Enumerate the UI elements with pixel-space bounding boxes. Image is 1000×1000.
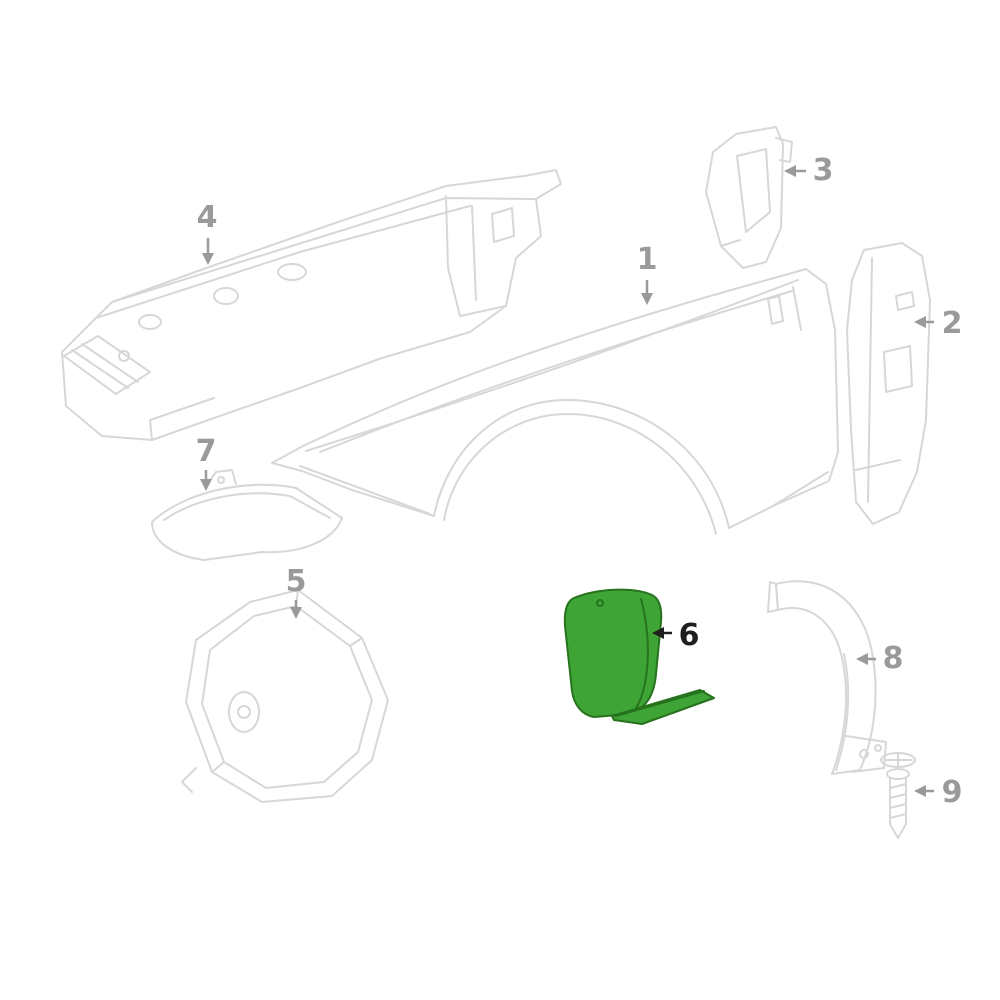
callout-5-label: 5 — [286, 564, 307, 599]
sketch-hole — [118, 350, 130, 362]
sketch-line — [835, 653, 850, 771]
part-8-rear-liner-sketch — [767, 580, 887, 775]
part-5-outline — [185, 589, 389, 803]
sketch-hole — [138, 314, 162, 330]
sketch-foot — [181, 767, 197, 793]
sketch-pin-tip — [889, 823, 907, 839]
sketch-line — [772, 471, 829, 507]
sketch-slot — [883, 345, 913, 393]
part-4-frame-rail-sketch — [61, 169, 562, 441]
callout-8-arrowhead — [856, 653, 868, 665]
callout-9-arrowhead — [914, 785, 926, 797]
sketch-line — [471, 205, 477, 301]
callout-5: 5 — [286, 564, 307, 619]
sketch-line — [736, 148, 771, 233]
sketch-line — [720, 239, 741, 247]
sketch-line — [855, 459, 901, 471]
part-6-hole — [596, 599, 604, 607]
callout-4-label: 4 — [197, 200, 218, 235]
callout-3-arrowhead — [784, 165, 796, 177]
sketch-line — [211, 589, 363, 773]
sketch-hole — [217, 476, 225, 484]
callout-7-arrowhead — [200, 479, 212, 491]
part-7-outline — [151, 483, 343, 561]
part-7-splash-shield-sketch — [151, 469, 343, 561]
sketch-line — [299, 465, 431, 515]
sketch-grille — [63, 335, 151, 395]
sketch-hole — [237, 705, 251, 719]
sketch-hole — [213, 287, 239, 305]
sketch-crease — [319, 290, 793, 453]
sketch-line — [201, 605, 373, 789]
part-3-bracket-sketch — [705, 126, 793, 269]
part-8-outline — [775, 580, 877, 775]
sketch-line — [445, 195, 507, 317]
sketch-line — [305, 279, 799, 452]
callouts: 4 3 1 2 7 — [196, 153, 963, 810]
part-1-fender-sketch — [271, 268, 839, 535]
sketch-line — [163, 492, 331, 521]
callout-2-arrowhead — [914, 316, 926, 328]
sketch-pin-ribs — [889, 783, 907, 819]
part-6-bottom-flange — [611, 689, 715, 725]
callout-3-label: 3 — [813, 153, 834, 188]
part-4-outline — [61, 169, 562, 441]
callout-9: 9 — [914, 775, 962, 810]
callout-2-label: 2 — [942, 306, 963, 341]
part-6-highlighted — [563, 588, 715, 725]
sketch-line — [792, 286, 802, 331]
part-6-fold-line — [632, 598, 649, 714]
part-2-outline — [846, 242, 931, 525]
callout-8: 8 — [856, 641, 903, 676]
callout-9-label: 9 — [942, 775, 963, 810]
sketch-hole — [228, 691, 260, 733]
part-3-outline — [705, 126, 784, 269]
sketch-hole — [874, 744, 882, 752]
part-6-main-panel — [563, 588, 663, 718]
callout-4: 4 — [197, 200, 218, 265]
sketch-line — [95, 205, 471, 319]
sketch-line — [883, 753, 913, 767]
sketch-line — [775, 137, 793, 163]
callout-1-label: 1 — [637, 242, 658, 277]
sketch-grille-lines — [71, 343, 139, 389]
part-5-front-liner-sketch — [181, 589, 389, 803]
part-1-outline — [271, 268, 839, 529]
callout-2: 2 — [914, 306, 962, 341]
sketch-slot — [767, 295, 784, 325]
sketch-line — [867, 257, 873, 503]
callout-6-label: 6 — [679, 618, 700, 653]
callout-7: 7 — [196, 434, 217, 491]
callout-1-arrowhead — [641, 293, 653, 305]
sketch-line — [491, 207, 515, 243]
callout-1: 1 — [637, 242, 658, 305]
sketch-slot — [895, 291, 915, 311]
sketch-line — [149, 397, 215, 441]
callout-3: 3 — [784, 153, 833, 188]
callout-5-arrowhead — [290, 607, 302, 619]
callout-4-arrowhead — [202, 253, 214, 265]
callout-8-label: 8 — [883, 641, 904, 676]
sketch-wheel-arch-inner — [443, 413, 717, 535]
part-9-fastener-sketch — [880, 752, 916, 839]
callout-7-label: 7 — [196, 434, 217, 469]
sketch-pin-collar — [886, 768, 910, 780]
callout-6: 6 — [652, 618, 699, 653]
sketch-hole — [277, 263, 307, 281]
sketch-tab — [767, 581, 779, 613]
part-6-flange-edge — [615, 690, 705, 717]
callout-6-arrowhead — [652, 627, 664, 639]
part-sketches — [61, 126, 931, 839]
part-2-rear-panel-sketch — [846, 242, 931, 525]
sketch-pin-shank — [889, 777, 907, 825]
sketch-hole — [859, 749, 869, 759]
